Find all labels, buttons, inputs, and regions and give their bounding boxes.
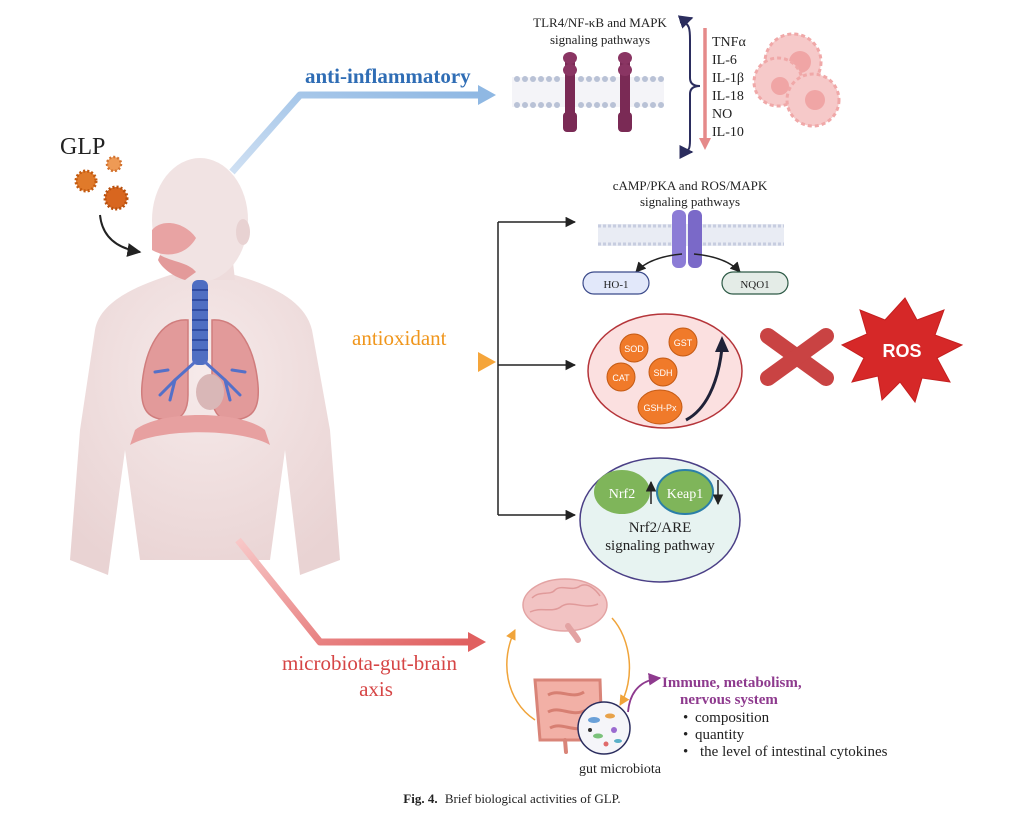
caption-text: Brief biological activities of GLP.: [445, 791, 621, 806]
trachea: [192, 280, 208, 365]
enzyme-label: CAT: [612, 373, 630, 383]
nrf2-node: [594, 470, 650, 514]
nrf2-are-label-line1: Nrf2/ARE: [629, 520, 692, 536]
cytokine-label: IL-18: [712, 89, 744, 104]
cytokine-brace: [679, 21, 701, 153]
inhibit-x-icon: [760, 328, 834, 386]
ho1-arrow: [635, 253, 683, 273]
keap1-node: [656, 469, 714, 515]
mouth-cavity: [158, 255, 196, 280]
enzyme-label: SDH: [653, 368, 672, 378]
heart: [196, 374, 224, 410]
brain-icon: [522, 578, 608, 643]
effects-arrow: [627, 672, 662, 713]
ros-burst-icon: [840, 297, 964, 404]
ho1-label: HO-1: [603, 279, 628, 291]
svg-text:•: •: [683, 710, 688, 726]
effect-item: composition: [695, 710, 770, 726]
camp-pathway-label-line1: cAMP/PKA and ROS/MAPK: [613, 178, 768, 193]
enzyme-node: [668, 327, 698, 357]
cytokine-label: IL-6: [712, 53, 737, 68]
tlr4-pathway-label-line1: TLR4/NF-κB and MAPK: [533, 15, 667, 30]
enzyme-group: SOD GST CAT SDH GSH-Px: [606, 327, 698, 425]
enzyme-node: [637, 389, 683, 425]
cytokine-label: IL-1β: [712, 71, 744, 86]
caption-prefix: Fig. 4.: [403, 791, 437, 806]
diaphragm: [130, 415, 270, 445]
effects-title-line2: nervous system: [680, 692, 778, 708]
svg-text:•: •: [683, 744, 688, 760]
glp-particle-icon: [74, 169, 98, 193]
immune-cells-icon: [752, 32, 841, 128]
nrf2-label: Nrf2: [609, 487, 635, 502]
nasal-cavity: [152, 223, 196, 255]
gut-brain-arrow: [235, 537, 470, 646]
ho1-box: [582, 271, 650, 295]
antioxidant-label: antioxidant: [352, 326, 447, 350]
anti-inflammatory-label: anti-inflammatory: [305, 64, 471, 88]
gut-brain-label-line1: microbiota-gut-brain: [282, 651, 457, 675]
decrease-arrowhead: [699, 138, 711, 150]
camp-pathway-label-line2: signaling pathways: [640, 194, 740, 209]
enzyme-node: [606, 362, 636, 392]
glp-inhalation-arrow: [99, 214, 142, 257]
effects-list: • composition • quantity • the level of …: [683, 710, 888, 760]
cytokine-label: NO: [712, 107, 732, 122]
bronchi: [153, 360, 247, 402]
nqo1-label: NQO1: [740, 279, 769, 291]
ear: [236, 219, 250, 245]
ros-label: ROS: [882, 341, 921, 361]
effect-item: quantity: [695, 727, 745, 743]
trachea-rings: [192, 289, 208, 351]
nrf2-are-label-line2: signaling pathway: [605, 538, 715, 554]
increase-curve-arrow: [685, 347, 724, 422]
gut-microbiota-icon: [577, 701, 631, 755]
brain-to-gut-arrow: [611, 617, 631, 706]
enzyme-node: [619, 333, 649, 363]
mapk-receptor-icon: [618, 52, 632, 132]
effects-title-line1: Immune, metabolism,: [662, 675, 802, 691]
enzyme-label: GSH-Px: [643, 403, 677, 413]
glp-label: GLP: [60, 134, 105, 160]
anti-inflammatory-arrowhead: [478, 85, 496, 105]
figure-caption: Fig. 4. Brief biological activities of G…: [403, 791, 620, 806]
effect-item: the level of intestinal cytokines: [700, 744, 888, 760]
svg-text:•: •: [683, 727, 688, 743]
anti-inflammatory-arrow: [229, 91, 480, 175]
tlr4-receptor-icon: [563, 52, 577, 132]
camp-receptor-icon: [672, 210, 702, 268]
gut-to-brain-arrow: [506, 629, 536, 721]
enzyme-node: [648, 357, 678, 387]
glp-particles: [74, 155, 129, 211]
glp-particle-icon: [105, 155, 123, 173]
keap1-label: Keap1: [667, 487, 704, 502]
human-body-illustration: [70, 158, 340, 575]
cytokine-list: TNFα IL-6 IL-1β IL-18 NO IL-10: [712, 35, 746, 140]
antioxidant-arrowhead: [478, 352, 496, 372]
gut-brain-label-line2: axis: [359, 677, 393, 701]
glp-particle-icon: [103, 185, 129, 211]
nqo1-box: [721, 271, 789, 295]
nqo1-arrow: [693, 253, 741, 273]
enzyme-label: GST: [674, 338, 693, 348]
cytokine-label: TNFα: [712, 35, 746, 50]
antioxidant-branch-lines: [497, 216, 577, 521]
gut-microbiota-label: gut microbiota: [579, 762, 662, 777]
cytokine-label: IL-10: [712, 125, 744, 140]
increase-arrowhead: [715, 336, 729, 352]
gut-brain-arrowhead: [468, 632, 486, 652]
cell-membrane: [512, 76, 664, 108]
tlr4-pathway-label-line2: signaling pathways: [550, 32, 650, 47]
enzyme-label: SOD: [624, 344, 644, 354]
